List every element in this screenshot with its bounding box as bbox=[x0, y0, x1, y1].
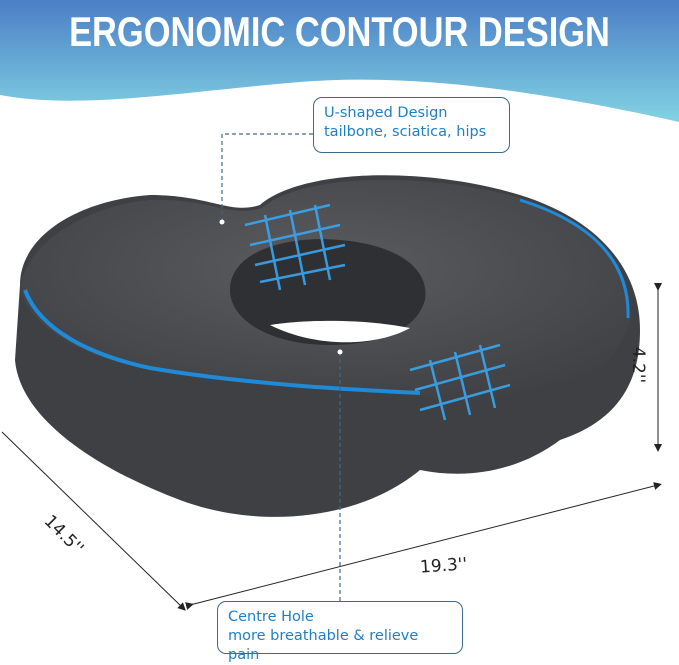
cushion bbox=[15, 175, 640, 517]
height-label: 4.2'' bbox=[628, 346, 649, 384]
depth-dimension-line bbox=[1, 431, 186, 611]
width-dimension-line bbox=[185, 482, 662, 610]
u-shaped-description: tailbone, sciatica, hips bbox=[324, 124, 487, 140]
centre-hole-heading: Centre Hole bbox=[228, 609, 314, 625]
centre-hole-callout: Centre Hole more breathable & relieve pa… bbox=[217, 601, 463, 663]
width-label: 19.3'' bbox=[419, 554, 468, 578]
u-shaped-callout: U-shaped Design tailbone, sciatica, hips bbox=[313, 97, 510, 153]
u-shaped-leader-line bbox=[221, 133, 313, 220]
centre-hole-description: more breathable & relieve pain bbox=[228, 628, 419, 663]
header-banner bbox=[0, 0, 679, 122]
support-grid-icon bbox=[244, 203, 511, 421]
centre-hole bbox=[230, 239, 426, 345]
page-title: ERGONOMIC CONTOUR DESIGN bbox=[69, 8, 610, 55]
u-shaped-heading: U-shaped Design bbox=[324, 105, 448, 121]
